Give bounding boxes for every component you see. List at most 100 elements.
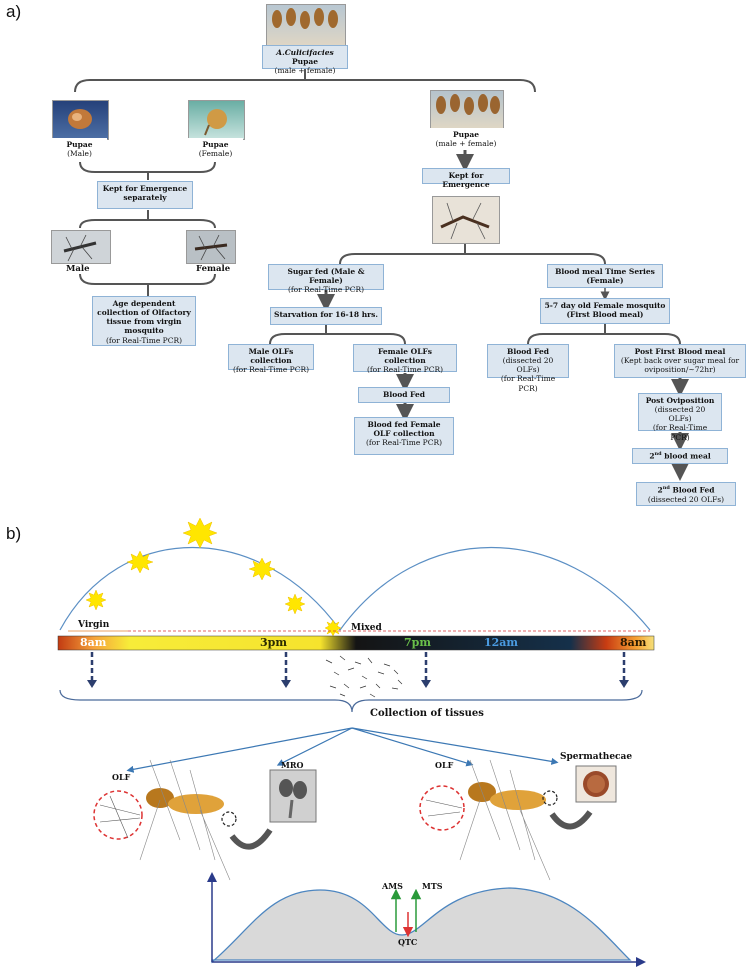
- pupae-mixed-box: Pupae (male + female): [428, 128, 504, 150]
- root-title-rest: Pupae: [292, 57, 318, 67]
- post-first-title: Post First Blood meal: [634, 347, 726, 356]
- second-fed-sup: nd: [662, 485, 670, 491]
- pupae-mixed-sub: (male + female): [435, 139, 497, 149]
- blood-fed-female-sub: (for Real-Time PCR): [365, 438, 443, 448]
- sun-icon: [248, 557, 276, 581]
- post-first-sub1: (Kept back over sugar meal for ovipositi…: [620, 356, 740, 375]
- sugar-fed-title: Sugar fed (Male & Female): [287, 267, 365, 286]
- blood-fed2-sub1: (dissected 20 OLFs): [502, 356, 554, 375]
- second-fed-box: 2nd Blood Fed (dissected 20 OLFs): [636, 482, 736, 506]
- starvation-text: Starvation for 16-18 hrs.: [274, 310, 378, 319]
- second-fed-sub: (dissected 20 OLFs): [647, 494, 725, 504]
- pupae-mixed-title: Pupae: [453, 130, 479, 139]
- female-pupa-photo: [188, 100, 245, 140]
- emergence-separately-box: Kept for Emergence separately: [97, 181, 193, 209]
- blood-fed-text: Blood Fed: [383, 390, 425, 399]
- pupae-male-sub: (Male): [67, 149, 92, 159]
- time-12am: 12am: [484, 636, 519, 649]
- male-olf-box: Male OLFs collection (for Real-Time PCR): [228, 344, 314, 374]
- second-meal-pre: 2: [649, 451, 655, 461]
- spermathecae-label: Spermathecae: [560, 752, 633, 762]
- root-pupae-box: A.Culicifacies Pupae (male + female): [262, 45, 348, 75]
- male-label: Male: [66, 264, 90, 274]
- female-olf-sub: (for Real-Time PCR): [366, 365, 444, 375]
- mosquito-left: [93, 759, 273, 881]
- sun-icon: [324, 619, 342, 637]
- age-dependent-title: Age dependent collection of Olfactory ti…: [97, 299, 191, 336]
- second-meal-sup: nd: [654, 451, 662, 457]
- night-curve: [339, 547, 651, 631]
- female-olf-box: Female OLFs collection (for Real-Time PC…: [353, 344, 457, 375]
- pupae-female-title: Pupae: [202, 140, 229, 149]
- panel-b-label: b): [6, 524, 22, 543]
- blood-fed-female-box: Blood fed Female OLF collection (for Rea…: [354, 417, 454, 455]
- mro-label: MRO: [281, 760, 304, 770]
- post-ovi-sub1: (dissected 20 OLFs): [654, 405, 706, 424]
- pupae-female-box: Pupae (Female): [188, 138, 243, 162]
- mts-label: MTS: [422, 881, 443, 891]
- olf-label-2: OLF: [435, 760, 454, 770]
- five-seven-sub: (First Blood meal): [566, 310, 644, 320]
- post-ovi-sub2: (for Real-Time PCR): [652, 423, 708, 442]
- brace: [59, 689, 643, 713]
- ams-label: AMS: [382, 881, 403, 891]
- swarm: [325, 655, 403, 698]
- sun-icon: [182, 517, 218, 549]
- root-sub: (male + female): [274, 66, 336, 76]
- virgin-label: Virgin: [78, 620, 110, 630]
- second-fed-pre: 2: [657, 485, 663, 495]
- collection-label: Collection of tissues: [370, 708, 484, 719]
- sun-icon: [284, 593, 306, 615]
- time-bar: [57, 635, 655, 651]
- mating-mosquito-photo: [432, 196, 500, 244]
- sun-icon: [85, 589, 107, 611]
- species-name: A.Culicifacies: [276, 48, 334, 57]
- time-7pm: 7pm: [404, 636, 431, 649]
- pupae-male-box: Pupae (Male): [52, 138, 107, 162]
- starvation-box: Starvation for 16-18 hrs.: [270, 307, 382, 325]
- sun-icon: [126, 550, 154, 574]
- second-fed-post: Blood Fed: [669, 485, 715, 495]
- male-olf-title: Male OLFs collection: [248, 347, 294, 366]
- pupae-female-sub: (Female): [198, 149, 233, 159]
- olf-label-1: OLF: [112, 772, 131, 782]
- time-8am: 8am: [80, 636, 107, 649]
- blood-fed2-box: Blood Fed (dissected 20 OLFs) (for Real-…: [487, 344, 569, 393]
- panel-a-label: a): [6, 2, 22, 21]
- pupae-male-title: Pupae: [66, 140, 93, 149]
- post-ovi-title: Post Oviposition: [645, 396, 715, 405]
- second-meal-post: blood meal: [661, 451, 711, 461]
- age-dependent-box: Age dependent collection of Olfactory ti…: [92, 296, 196, 346]
- male-mosquito-photo: [51, 230, 111, 264]
- female-mosquito-photo: [186, 230, 236, 264]
- mixed-label: Mixed: [351, 623, 382, 633]
- day-curve: [59, 547, 341, 631]
- mosquito-right: [419, 759, 593, 881]
- time-3pm: 3pm: [260, 636, 287, 649]
- male-pupa-photo: [52, 100, 109, 140]
- emergence-text: Kept for Emergence: [442, 171, 490, 190]
- bimodal-area: [211, 887, 632, 964]
- male-olf-sub: (for Real-Time PCR): [232, 365, 310, 375]
- qtc-label: QTC: [398, 937, 418, 947]
- second-meal-box: 2nd blood meal: [632, 448, 728, 464]
- time-8am-2: 8am: [620, 636, 647, 649]
- age-dependent-sub: (for Real-Time PCR): [105, 335, 183, 345]
- blood-meal-ts-sub: (Female): [586, 276, 624, 286]
- sugar-fed-box: Sugar fed (Male & Female) (for Real-Time…: [268, 264, 384, 294]
- emergence-separately-text: Kept for Emergence separately: [102, 184, 188, 203]
- five-seven-day-box: 5-7 day old Female mosquito (First Blood…: [540, 298, 670, 324]
- blood-fed2-title: Blood Fed: [507, 347, 549, 356]
- post-first-box: Post First Blood meal (Kept back over su…: [614, 344, 746, 378]
- female-label: Female: [196, 264, 231, 274]
- blood-fed2-sub2: (for Real-Time PCR): [500, 374, 556, 393]
- sugar-fed-sub: (for Real-Time PCR): [287, 285, 365, 295]
- blood-fed-female-title: Blood fed Female OLF collection: [367, 420, 441, 439]
- blood-fed-box: Blood Fed: [358, 387, 450, 403]
- emergence-box: Kept for Emergence: [422, 168, 510, 189]
- pupae-photo-root: [266, 4, 346, 48]
- five-seven-title: 5-7 day old Female mosquito: [544, 301, 666, 310]
- blood-meal-ts-box: Blood meal Time Series (Female): [547, 264, 663, 288]
- moon-icon: [489, 528, 512, 549]
